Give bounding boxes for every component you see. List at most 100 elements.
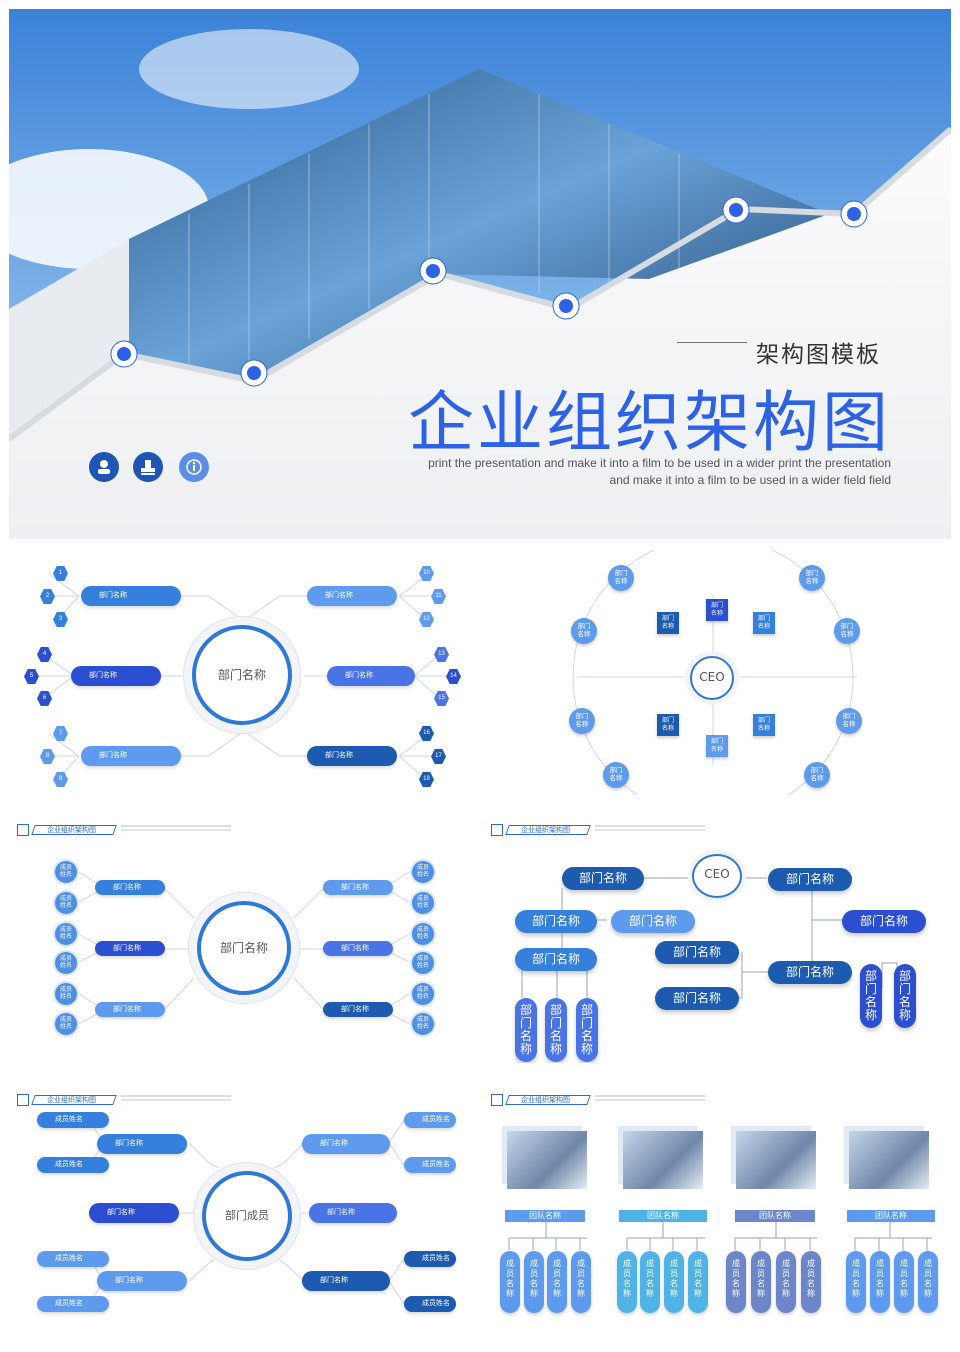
dept-bubble[interactable]: 部门 名称 xyxy=(608,565,634,591)
dept-pill[interactable]: 部门名称 xyxy=(302,1271,390,1291)
slide-teams: 企业组织架构图 团队名称 团队名称 团队名称 团队名称 成 员 名 称 成 员 … xyxy=(487,1088,951,1333)
member-oval[interactable]: 成员 姓名 xyxy=(55,983,77,1005)
member-pill[interactable]: 成 员 名 称 xyxy=(870,1251,890,1313)
member-pill[interactable]: 成员姓名 xyxy=(37,1296,109,1312)
member-oval[interactable]: 成员 姓名 xyxy=(55,892,77,914)
member-oval[interactable]: 成员 姓名 xyxy=(55,1013,77,1035)
member-pill[interactable]: 成 员 名 称 xyxy=(801,1251,821,1313)
dept-pill[interactable]: 部门名称 xyxy=(323,1002,393,1017)
dept-pill[interactable]: 部门名称 xyxy=(89,1203,179,1223)
member-pill[interactable]: 成 员 名 称 xyxy=(918,1251,938,1313)
dept-node[interactable]: 部门名称 xyxy=(768,961,852,984)
member-pill[interactable]: 成员姓名 xyxy=(404,1296,456,1312)
slide-ceo-radial: CEO 部门 名称 部门 名称 部门 名称 部门 名称 部门 名称 部门 名称 … xyxy=(487,550,951,795)
dept-bubble[interactable]: 部门 名称 xyxy=(799,565,825,591)
dept-square[interactable]: 部门 名称 xyxy=(657,714,679,736)
member-pill[interactable]: 成 员 名 称 xyxy=(664,1251,684,1313)
dept-node-vertical[interactable]: 部 门 名 称 xyxy=(515,998,537,1062)
member-pill[interactable]: 成员姓名 xyxy=(404,1112,456,1128)
member-pill[interactable]: 成 员 名 称 xyxy=(688,1251,708,1313)
dept-pill[interactable]: 部门名称 xyxy=(323,941,393,956)
dept-bubble[interactable]: 部门 名称 xyxy=(571,618,597,644)
dept-pill[interactable]: 部门名称 xyxy=(81,746,181,766)
num-hex: 12 xyxy=(419,612,434,627)
dept-node[interactable]: 部门名称 xyxy=(515,910,597,933)
team-photo xyxy=(736,1131,816,1189)
num-hex: 10 xyxy=(419,566,434,581)
member-pill[interactable]: 成 员 名 称 xyxy=(846,1251,866,1313)
dept-bubble[interactable]: 部门 名称 xyxy=(603,762,629,788)
member-pill[interactable]: 成 员 名 称 xyxy=(894,1251,914,1313)
dept-pill[interactable]: 部门名称 xyxy=(81,586,181,606)
dept-square[interactable]: 部门 名称 xyxy=(706,735,728,757)
member-pill[interactable]: 成 员 名 称 xyxy=(640,1251,660,1313)
dept-pill[interactable]: 部门名称 xyxy=(95,1002,165,1017)
dept-node-vertical[interactable]: 部 门 名 称 xyxy=(576,998,598,1062)
member-oval[interactable]: 成员 姓名 xyxy=(55,923,77,945)
dept-square[interactable]: 部门 名称 xyxy=(753,714,775,736)
member-pill[interactable]: 成 员 名 称 xyxy=(726,1251,746,1313)
slide-header: 企业组织架构图 xyxy=(17,824,237,836)
desc-line-2: and make it into a film to be used in a … xyxy=(609,473,891,487)
dept-pill[interactable]: 部门名称 xyxy=(95,880,165,895)
dept-node[interactable]: 部门名称 xyxy=(611,910,695,933)
logo-mark xyxy=(17,1094,29,1106)
dept-bubble[interactable]: 部门 名称 xyxy=(834,618,860,644)
member-oval[interactable]: 成员 姓名 xyxy=(412,923,434,945)
header-note-placeholder xyxy=(121,825,231,827)
dept-square[interactable]: 部门 名称 xyxy=(657,612,679,634)
dept-pill[interactable]: 部门名称 xyxy=(302,1134,390,1154)
dept-node[interactable]: 部门名称 xyxy=(562,867,644,890)
dept-square[interactable]: 部门 名称 xyxy=(753,612,775,634)
member-pill[interactable]: 成 员 名 称 xyxy=(571,1251,591,1313)
member-pill[interactable]: 成 员 名 称 xyxy=(751,1251,771,1313)
member-oval[interactable]: 成员 姓名 xyxy=(412,892,434,914)
num-hex: 2 xyxy=(40,589,55,604)
dept-node-vertical[interactable]: 部 门 名 称 xyxy=(860,964,882,1028)
dept-bubble[interactable]: 部门 名称 xyxy=(569,708,595,734)
member-pill[interactable]: 成 员 名 称 xyxy=(524,1251,544,1313)
member-pill[interactable]: 成员姓名 xyxy=(404,1157,456,1173)
dept-node[interactable]: 部门名称 xyxy=(655,941,739,964)
dept-node-vertical[interactable]: 部 门 名 称 xyxy=(545,998,567,1062)
dept-node-vertical[interactable]: 部 门 名 称 xyxy=(894,964,916,1028)
dept-pill[interactable]: 部门名称 xyxy=(307,746,397,766)
num-hex: 1 xyxy=(53,566,68,581)
member-oval[interactable]: 成员 姓名 xyxy=(412,1013,434,1035)
dept-pill[interactable]: 部门名称 xyxy=(307,586,397,606)
member-pill[interactable]: 成 员 名 称 xyxy=(500,1251,520,1313)
member-oval[interactable]: 成员 姓名 xyxy=(412,952,434,974)
member-oval[interactable]: 成员 姓名 xyxy=(412,861,434,883)
slide-dept-member-map: 企业组织架构图 部门成员 成员姓名 成员姓名 部门名称 部门名称 成员姓名 成员… xyxy=(9,1088,479,1333)
dept-node[interactable]: 部门名称 xyxy=(768,868,852,891)
member-pill[interactable]: 成 员 名 称 xyxy=(617,1251,637,1313)
dept-bubble[interactable]: 部门 名称 xyxy=(836,708,862,734)
dept-square[interactable]: 部门 名称 xyxy=(706,599,728,621)
dept-pill[interactable]: 部门名称 xyxy=(97,1271,187,1291)
cover-description: print the presentation and make it into … xyxy=(371,455,891,489)
cover-subtitle: 架构图模板 xyxy=(756,342,881,368)
dept-pill[interactable]: 部门名称 xyxy=(97,1134,187,1154)
member-pill[interactable]: 成员姓名 xyxy=(37,1251,109,1267)
dept-pill[interactable]: 部门名称 xyxy=(327,666,415,686)
member-pill[interactable]: 成员姓名 xyxy=(404,1251,456,1267)
member-pill[interactable]: 成员姓名 xyxy=(37,1157,109,1173)
num-hex: 13 xyxy=(434,647,449,662)
team-name-bar: 团队名称 xyxy=(847,1210,935,1222)
dept-node[interactable]: 部门名称 xyxy=(655,987,739,1010)
dept-pill[interactable]: 部门名称 xyxy=(95,941,165,956)
dept-node[interactable]: 部门名称 xyxy=(515,948,597,971)
dept-pill[interactable]: 部门名称 xyxy=(309,1203,397,1223)
dept-pill[interactable]: 部门名称 xyxy=(71,666,161,686)
member-oval[interactable]: 成员 姓名 xyxy=(55,952,77,974)
dept-pill[interactable]: 部门名称 xyxy=(323,880,393,895)
dept-bubble[interactable]: 部门 名称 xyxy=(804,762,830,788)
member-oval[interactable]: 成员 姓名 xyxy=(412,983,434,1005)
slide-dept-mindmap: 部门名称 1 2 3 部门名称 4 5 6 部门名称 7 8 9 部门名称 部门… xyxy=(9,550,479,795)
member-pill[interactable]: 成 员 名 称 xyxy=(776,1251,796,1313)
member-pill[interactable]: 成 员 名 称 xyxy=(547,1251,567,1313)
dept-node[interactable]: 部门名称 xyxy=(842,910,926,933)
member-pill[interactable]: 成员姓名 xyxy=(37,1112,109,1128)
team-name-bar: 团队名称 xyxy=(735,1210,815,1222)
member-oval[interactable]: 成员 姓名 xyxy=(55,861,77,883)
